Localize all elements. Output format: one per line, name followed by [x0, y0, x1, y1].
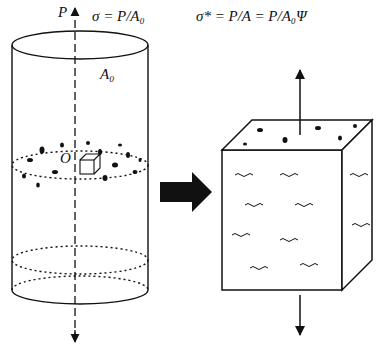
- texture-stroke: [350, 174, 368, 177]
- texture-stroke: [280, 174, 298, 177]
- load-arrow: [74, 330, 75, 342]
- texture-stroke: [235, 174, 253, 177]
- volume-element: [222, 120, 372, 290]
- load-axis: [74, 8, 75, 340]
- load-label: P: [58, 4, 67, 21]
- area-label: A₀: [100, 66, 114, 83]
- texture-stroke: [295, 204, 313, 207]
- stress-arrow: [299, 295, 301, 335]
- cylinder: [12, 31, 148, 304]
- element-cube: [80, 154, 100, 174]
- nominal-stress-formula: σ = P/A₀: [92, 8, 145, 25]
- texture-stroke: [250, 267, 268, 270]
- texture-stroke: [280, 239, 298, 242]
- texture-stroke: [352, 224, 370, 227]
- texture-stroke: [232, 234, 250, 237]
- texture-stroke: [300, 264, 318, 267]
- texture-stroke: [245, 204, 263, 207]
- stress-arrow: [299, 70, 301, 135]
- point-label: O: [60, 150, 71, 167]
- surface-texture: [232, 174, 370, 270]
- defect-particles: [22, 141, 142, 188]
- effective-stress-formula: σ* = P/A = P/A₀Ψ: [196, 8, 307, 25]
- transition-arrow: [160, 172, 212, 212]
